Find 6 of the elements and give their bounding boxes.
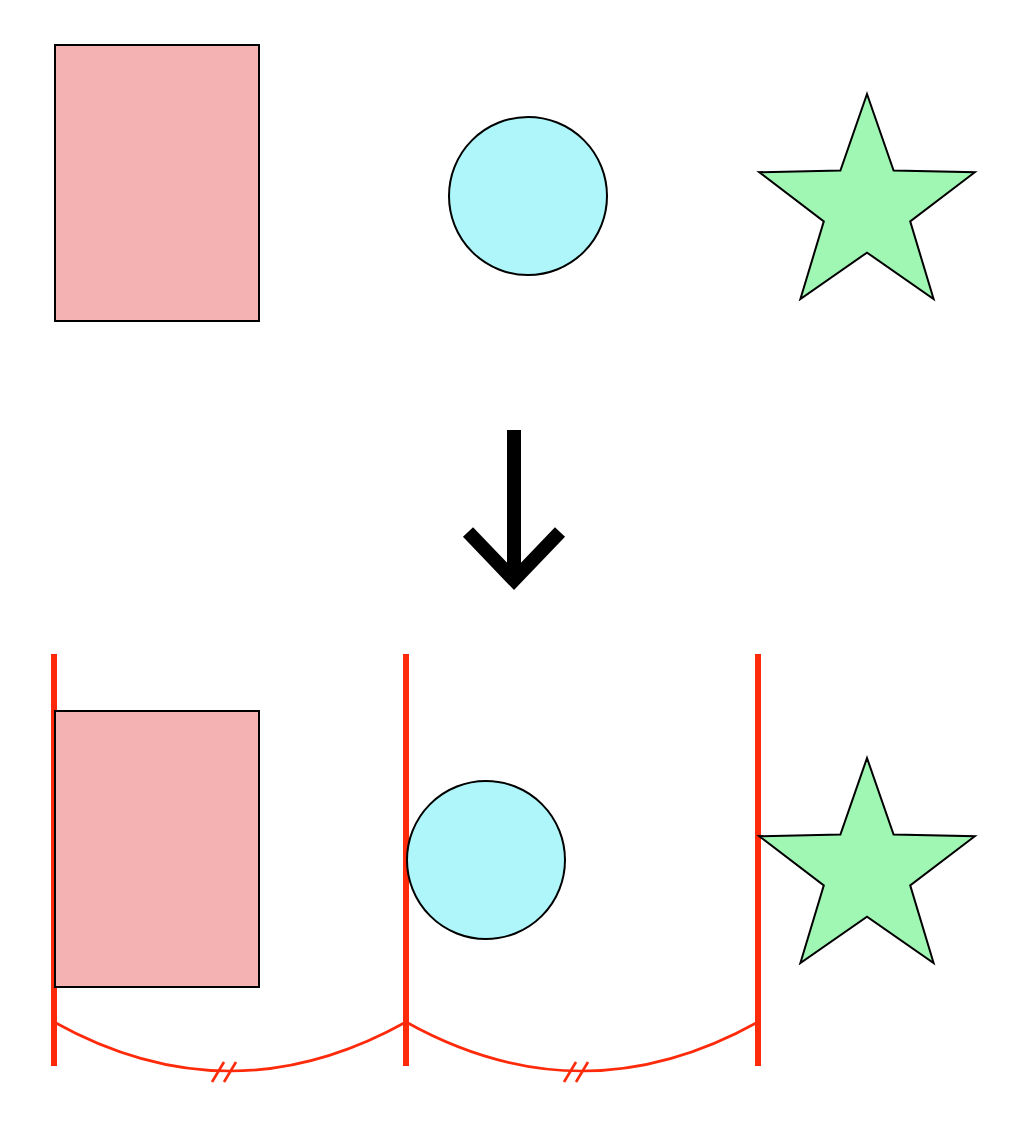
rectangle-shape <box>54 44 260 322</box>
star-shape <box>760 758 974 964</box>
circle-shape <box>448 116 608 276</box>
rectangle-shape <box>54 710 260 988</box>
star-shape <box>760 94 974 300</box>
circle-shape <box>406 780 566 940</box>
